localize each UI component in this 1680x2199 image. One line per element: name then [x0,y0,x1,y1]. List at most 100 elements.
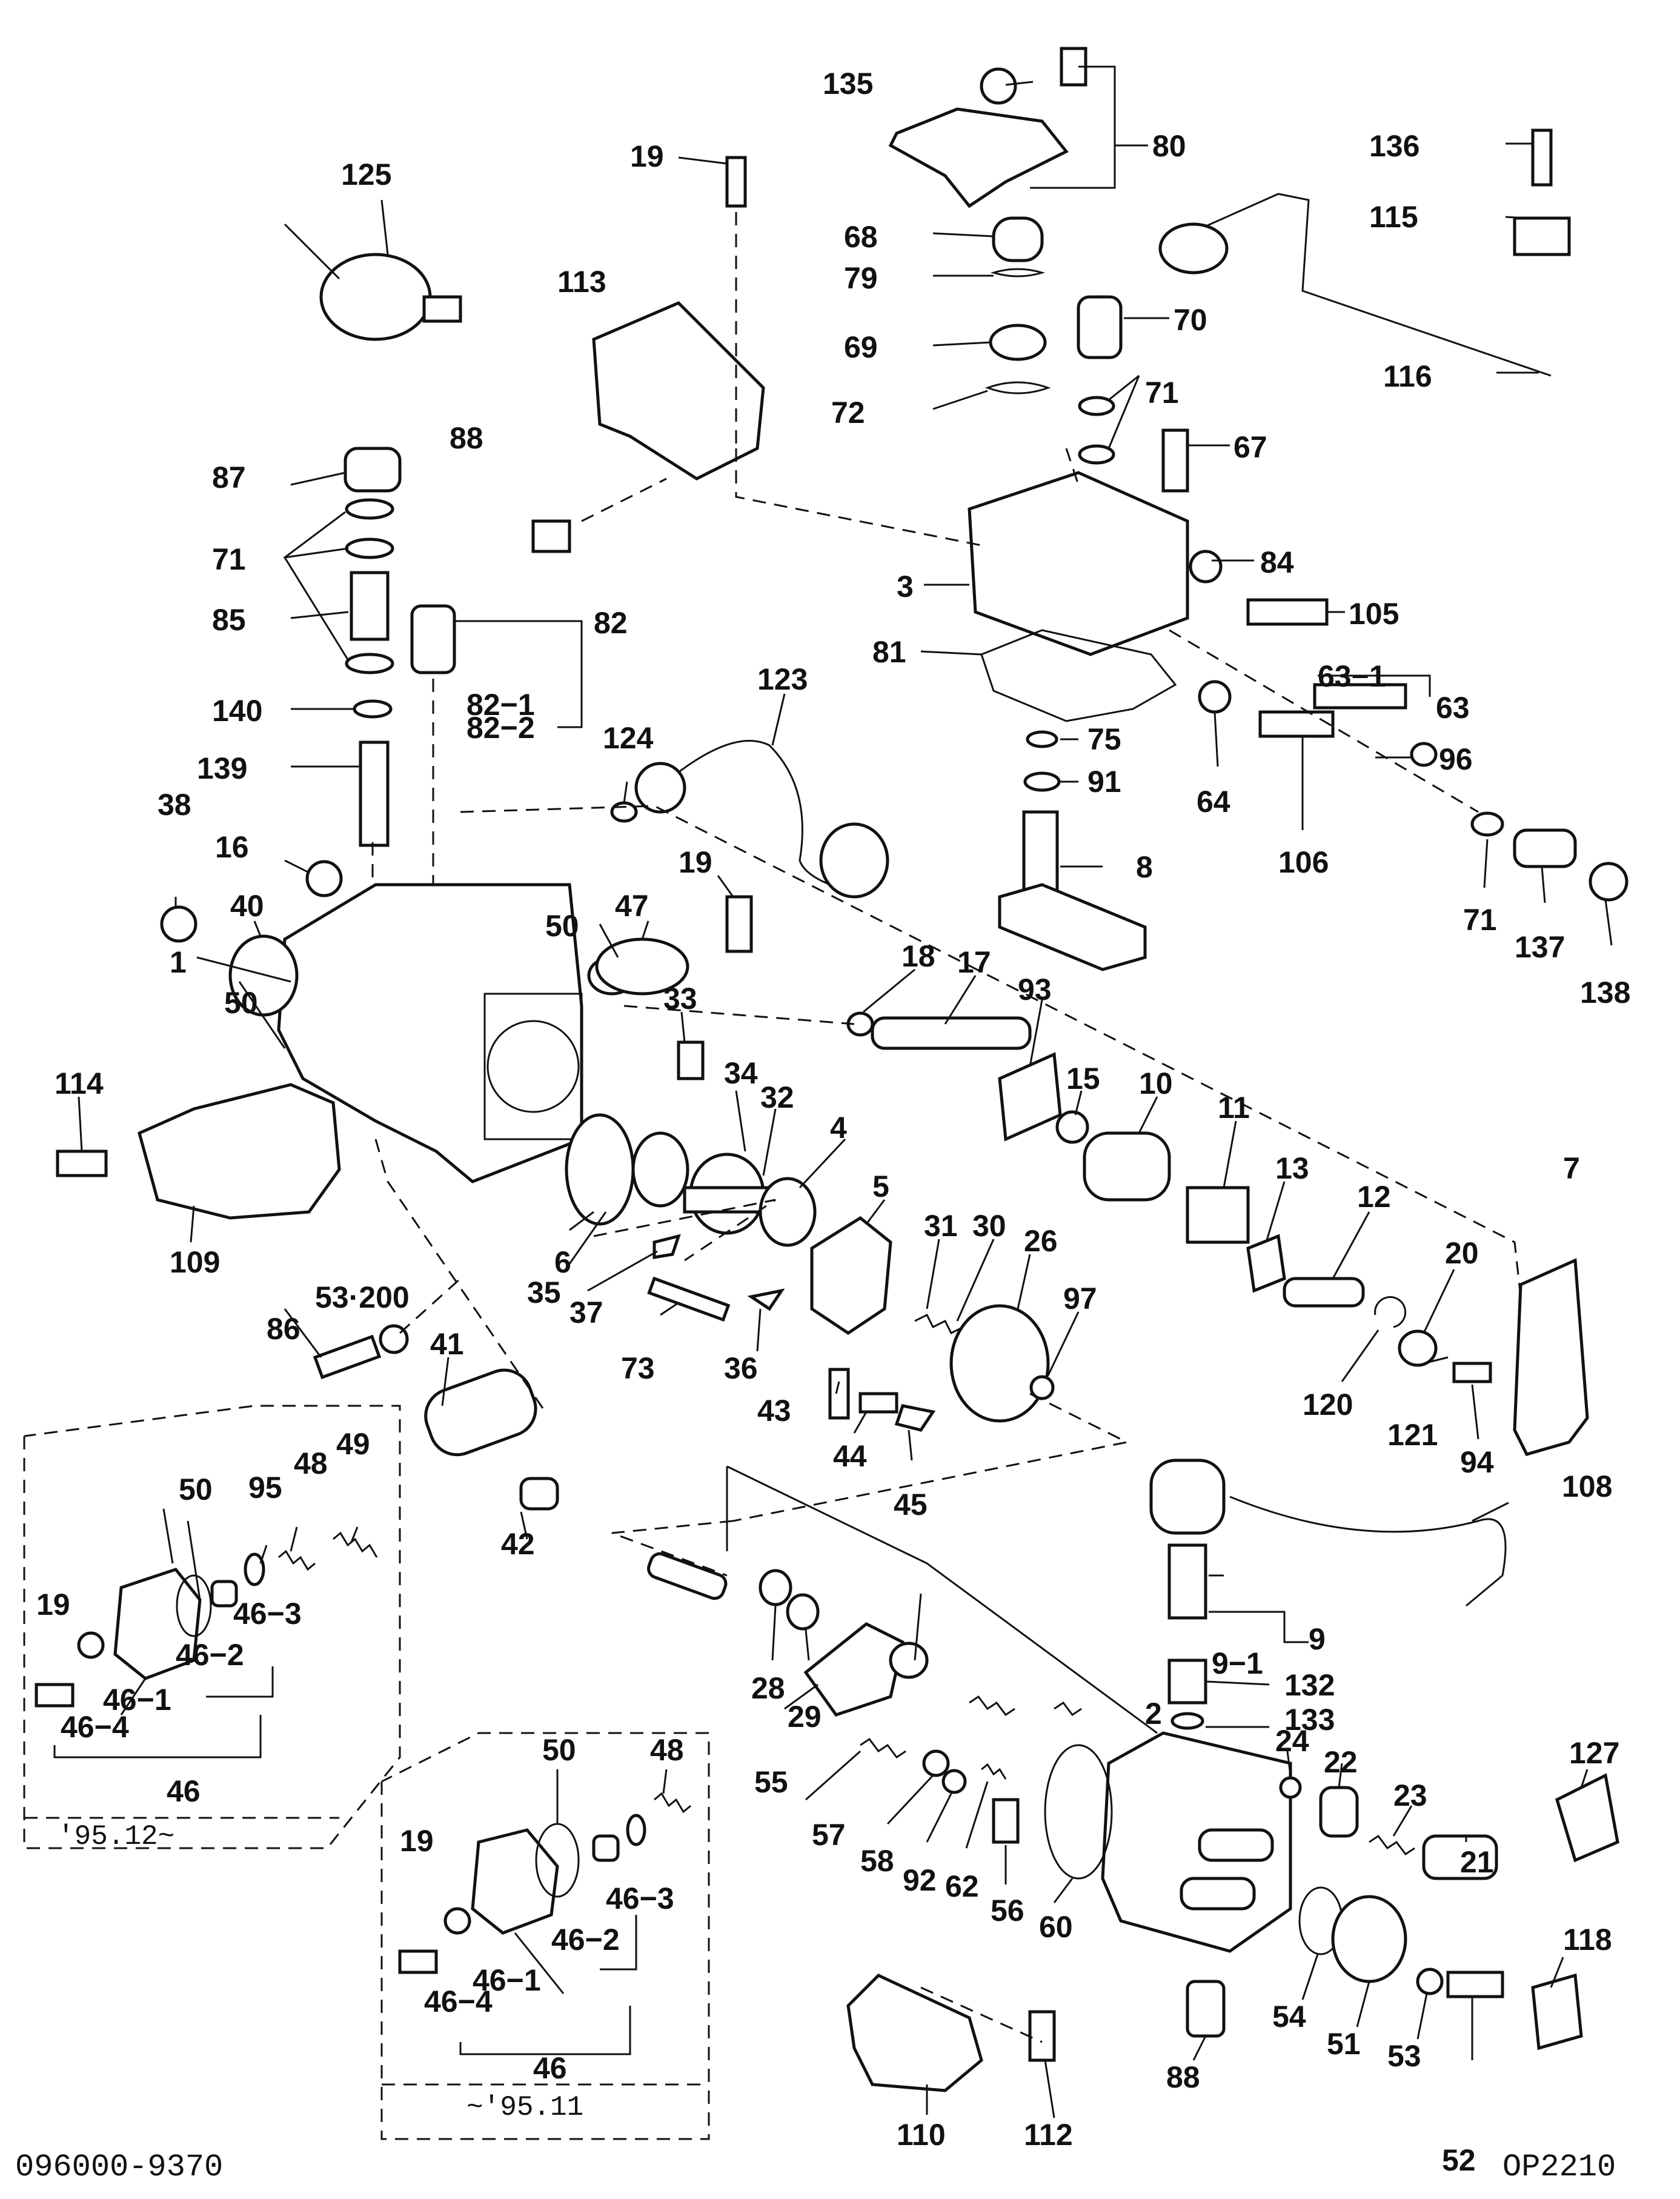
bolt-114 [56,1149,108,1177]
callout-71: 71 [1145,376,1179,410]
callout-15: 15 [1066,1062,1100,1096]
washer-71-2 [345,537,394,559]
washer-53 [1416,1968,1444,1995]
actuator-stem [422,295,462,323]
callout-95: 95 [248,1471,282,1505]
callout-46-2: 46−2 [551,1923,620,1957]
spring-23 [1369,1834,1415,1856]
cap-68 [992,216,1044,262]
bolt-67 [1161,428,1189,493]
washer-28 [759,1569,792,1606]
bolt-19-var2 [398,1949,438,1974]
shaft-17 [871,1016,1032,1050]
callout-81: 81 [872,635,906,669]
plate-26 [949,1304,1050,1423]
callout-124: 124 [603,721,654,755]
bolt-88-top [531,519,571,553]
callout-113: 113 [557,265,606,299]
callout-55: 55 [754,1765,788,1799]
callout-71: 71 [1463,903,1497,937]
oring-140 [353,699,393,719]
callout-46-1: 46−1 [103,1683,171,1717]
callout-46-3: 46−3 [233,1597,302,1631]
callout-82: 82 [594,606,628,640]
bushing [889,1642,929,1679]
callout-29: 29 [788,1700,822,1734]
callout-31: 31 [924,1209,958,1243]
cap-138 [1589,862,1629,902]
callout-86: 86 [267,1312,300,1346]
callout-46: 46 [167,1774,201,1808]
valve-22 [1319,1786,1359,1838]
bolt-19-mid [725,895,753,953]
callout-97: 97 [1063,1282,1097,1316]
callout-30: 30 [972,1209,1006,1243]
washer-71-b [1078,444,1115,465]
variant-frame-older [380,1732,710,2140]
callout-3: 3 [897,570,914,604]
solenoid-9 [1167,1543,1207,1620]
callout-133: 133 [1284,1703,1335,1737]
pin-56 [992,1798,1020,1844]
spring-48-var2 [654,1792,691,1814]
variant-frame-newer [23,1405,401,1849]
callout-132: 132 [1284,1668,1335,1702]
lever-8 [998,883,1147,971]
rod-116 [1169,193,1552,377]
callout-50: 50 [542,1733,576,1767]
key-37 [652,1234,681,1259]
callout-88: 88 [1166,2060,1200,2094]
callout-21: 21 [1460,1845,1494,1879]
spring-49-var1 [333,1531,378,1558]
bolt-52 [1446,1971,1504,1998]
plug-51 [1331,1895,1407,1983]
gasket-81 [980,629,1177,722]
clip-115 [1513,216,1571,256]
bracket-7 [1513,1258,1589,1456]
callout-57: 57 [812,1818,846,1852]
washer-71-1 [345,498,394,520]
callout-6: 6 [554,1245,571,1279]
callout-115: 115 [1369,200,1418,234]
callout-26: 26 [1024,1224,1058,1258]
washer-71-right [1470,811,1504,837]
nut-38 [160,905,198,943]
callout-140: 140 [212,694,262,728]
callout-53: 53 [1387,2039,1421,2073]
callout-19: 19 [400,1824,434,1858]
screw-63 [1313,683,1407,710]
callout-112: 112 [1024,2118,1073,2152]
callout-12: 12 [1357,1180,1391,1214]
outlet-fitting [1198,1828,1274,1862]
pump-body-1 [277,883,583,1183]
bracket-127 [1555,1773,1619,1863]
flange-6 [565,1113,635,1226]
callout-139: 139 [197,751,247,785]
cover-46-1-var1 [113,1568,202,1680]
callout-46: 46 [533,2051,567,2085]
callout-87: 87 [212,461,246,494]
callout-46-4: 46−4 [61,1710,129,1744]
nut-84 [1189,550,1223,584]
callout-108: 108 [1562,1469,1612,1503]
callout-33: 33 [663,982,697,1016]
callout-9: 9 [1309,1622,1326,1656]
callout-94: 94 [1460,1445,1494,1479]
callout-9-1: 9−1 [1212,1646,1263,1680]
bolt-upper [647,1552,728,1600]
callout-32: 32 [760,1080,794,1114]
callout-96: 96 [1439,742,1473,776]
nut-46-4-var2 [443,1907,471,1935]
clip-120 [1374,1296,1407,1328]
callout-50: 50 [179,1472,213,1506]
housing-109 [138,1083,341,1220]
callout-36: 36 [724,1351,758,1385]
callout-109: 109 [170,1245,220,1279]
rotor-10 [1083,1131,1171,1202]
washer-24 [1279,1776,1302,1799]
callout-72: 72 [831,396,865,430]
bracket-113 [592,301,765,481]
callout-8: 8 [1136,850,1153,884]
callout-37: 37 [569,1296,603,1329]
callout-48: 48 [650,1733,684,1767]
